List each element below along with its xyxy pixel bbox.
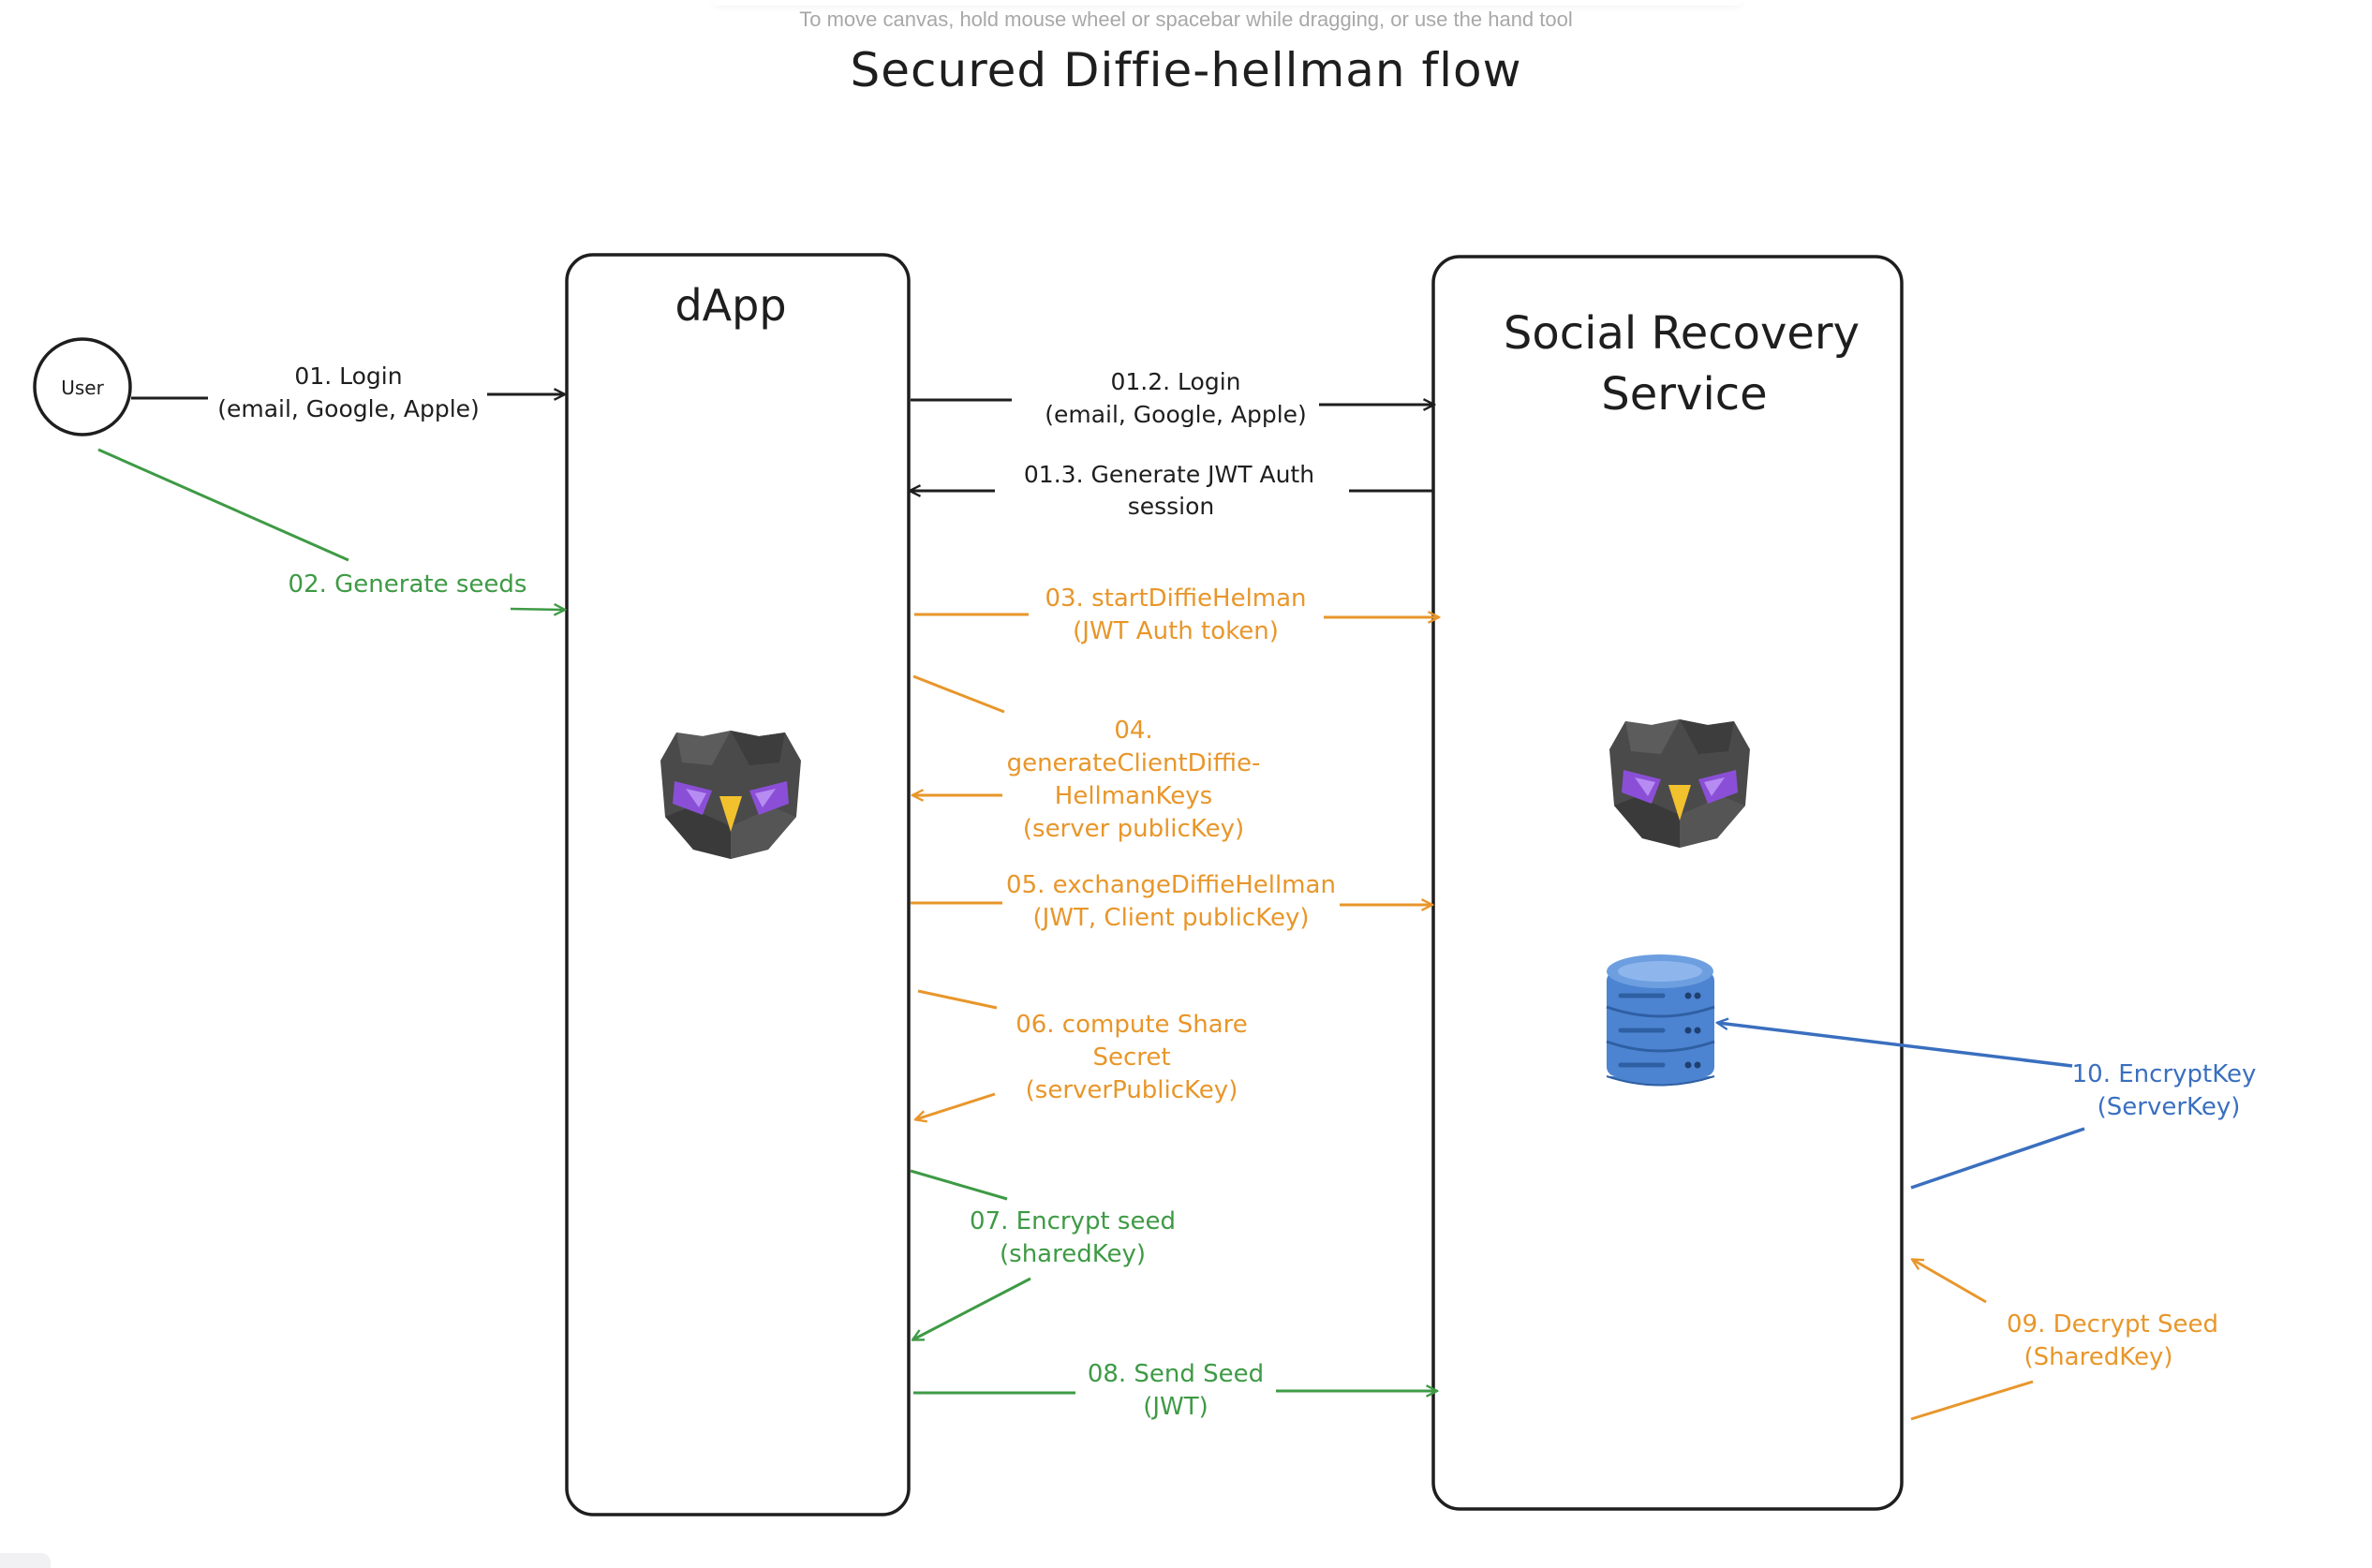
srs-label-line1: Social Recovery: [1504, 307, 1860, 360]
user-label: User: [61, 377, 104, 399]
step-06-arrow[interactable]: 06. compute Share Secret (serverPublicKe…: [916, 989, 1248, 1119]
srs-owl-icon: [1609, 719, 1750, 848]
step-04-arrow[interactable]: 04. generateClientDiffie- HellmanKeys (s…: [913, 674, 1261, 843]
user-node[interactable]: User: [33, 337, 132, 436]
dapp-label: dApp: [675, 280, 786, 331]
step-03-label-line2: (JWT Auth token): [1073, 617, 1279, 645]
step-03-label-line1: 03. startDiffieHelman: [1045, 584, 1306, 613]
step-06-label-line1: 06. compute Share: [1016, 1011, 1248, 1039]
step-01-label-line2: (email, Google, Apple): [217, 395, 480, 422]
step-10-label-line1: 10. EncryptKey: [2072, 1060, 2257, 1088]
step-01-2-arrow[interactable]: 01.2. Login (email, Google, Apple): [911, 368, 1433, 428]
step-06-label-line3: (serverPublicKey): [1026, 1076, 1238, 1104]
step-05-arrow[interactable]: 05. exchangeDiffieHellman (JWT, Client p…: [911, 871, 1431, 932]
step-01-3-label-line1: 01.3. Generate JWT Auth: [1024, 461, 1314, 488]
database-icon: [1606, 954, 1715, 1087]
step-05-label-line1: 05. exchangeDiffieHellman: [1006, 871, 1336, 899]
step-03-arrow[interactable]: 03. startDiffieHelman (JWT Auth token): [914, 584, 1438, 645]
step-04-label-line1: 04.: [1114, 717, 1152, 745]
step-02-arrow[interactable]: 02. Generate seeds: [97, 448, 564, 610]
step-01-2-label-line2: (email, Google, Apple): [1045, 401, 1307, 428]
canvas-corner-tab: [0, 1553, 51, 1568]
dapp-box[interactable]: dApp: [565, 253, 911, 1516]
canvas-hint: To move canvas, hold mouse wheel or spac…: [799, 7, 1573, 31]
step-02-label: 02. Generate seeds: [289, 570, 527, 599]
diagram-title[interactable]: Secured Diffie-hellman flow: [850, 43, 1522, 97]
step-09-label-line2: (SharedKey): [2024, 1343, 2173, 1371]
step-01-3-arrow[interactable]: 01.3. Generate JWT Auth session: [911, 461, 1433, 520]
step-09-arrow[interactable]: 09. Decrypt Seed (SharedKey): [1911, 1260, 2218, 1421]
step-08-label-line1: 08. Send Seed: [1088, 1360, 1264, 1388]
step-07-label-line2: (sharedKey): [1000, 1240, 1146, 1268]
step-01-2-label-line1: 01.2. Login: [1110, 368, 1240, 395]
step-04-label-line4: (server publicKey): [1023, 815, 1244, 843]
step-10-label-line2: (ServerKey): [2098, 1093, 2241, 1121]
step-01-3-label-line2: session: [1128, 493, 1215, 520]
step-04-label-line3: HellmanKeys: [1055, 782, 1212, 810]
step-07-label-line1: 07. Encrypt seed: [970, 1207, 1176, 1235]
step-04-label-line2: generateClientDiffie-: [1007, 749, 1261, 777]
social-recovery-service-box[interactable]: Social Recovery Service: [1431, 255, 1904, 1511]
dapp-owl-icon: [660, 731, 801, 859]
step-08-label-line2: (JWT): [1143, 1393, 1208, 1421]
step-01-arrow[interactable]: 01. Login (email, Google, Apple): [131, 362, 564, 422]
step-08-arrow[interactable]: 08. Send Seed (JWT): [913, 1360, 1436, 1421]
step-09-label-line1: 09. Decrypt Seed: [2007, 1310, 2218, 1339]
step-05-label-line2: (JWT, Client publicKey): [1033, 904, 1310, 932]
step-10-arrow[interactable]: 10. EncryptKey (ServerKey): [1718, 1023, 2257, 1190]
step-01-label-line1: 01. Login: [294, 362, 402, 390]
step-06-label-line2: Secret: [1092, 1043, 1170, 1072]
step-07-arrow[interactable]: 07. Encrypt seed (sharedKey): [910, 1169, 1176, 1339]
srs-label-line2: Service: [1601, 368, 1767, 421]
